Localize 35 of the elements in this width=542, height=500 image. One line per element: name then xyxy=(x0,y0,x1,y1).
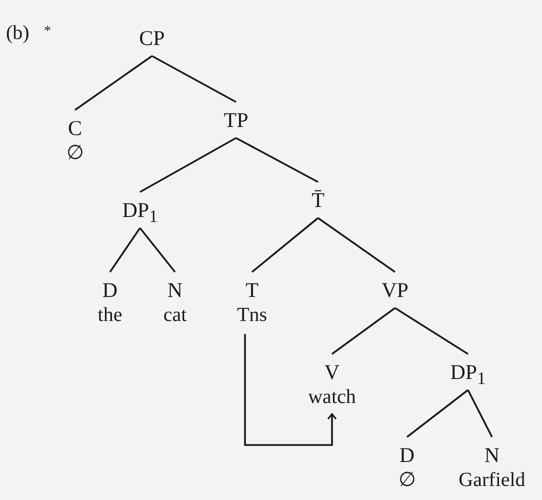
movement-arrow xyxy=(244,334,337,446)
category-label: T xyxy=(246,278,258,302)
tree-branch xyxy=(109,228,141,272)
tree-branch xyxy=(331,307,396,355)
category-label: C xyxy=(68,116,82,140)
word-label: Garfield xyxy=(458,468,526,493)
tree-branch xyxy=(317,217,396,273)
category-label: VP xyxy=(382,278,408,302)
tree-branch xyxy=(140,137,236,193)
word-label: the xyxy=(98,303,122,328)
tree-branch xyxy=(152,55,236,103)
word-label: cat xyxy=(163,303,187,328)
tree-branch xyxy=(394,307,468,355)
tree-branch xyxy=(74,55,153,111)
tree-branch xyxy=(467,390,493,438)
word-label: Tns xyxy=(237,303,267,328)
category-label: N xyxy=(484,443,500,467)
tree-branch xyxy=(236,137,318,183)
word-label: ∅ xyxy=(66,141,84,166)
category-label: N xyxy=(167,278,183,302)
word-label: watch xyxy=(308,385,356,410)
category-label: CP xyxy=(139,26,165,50)
category-label: D xyxy=(399,443,415,467)
category-label: DP$_{1}$ xyxy=(122,198,158,228)
category-label: V xyxy=(324,360,340,384)
word-label: ∅ xyxy=(398,468,416,493)
tree-branch xyxy=(251,217,319,273)
category-label: DP$_{1}$ xyxy=(450,360,486,390)
example-number: (b) xyxy=(6,22,30,45)
ungrammatical-mark: * xyxy=(44,24,51,40)
category-label: TP xyxy=(224,108,248,132)
category-label: T̄ xyxy=(312,188,324,212)
tree-branch xyxy=(406,389,469,438)
tree-branch xyxy=(139,227,176,273)
category-label: D xyxy=(102,278,118,302)
